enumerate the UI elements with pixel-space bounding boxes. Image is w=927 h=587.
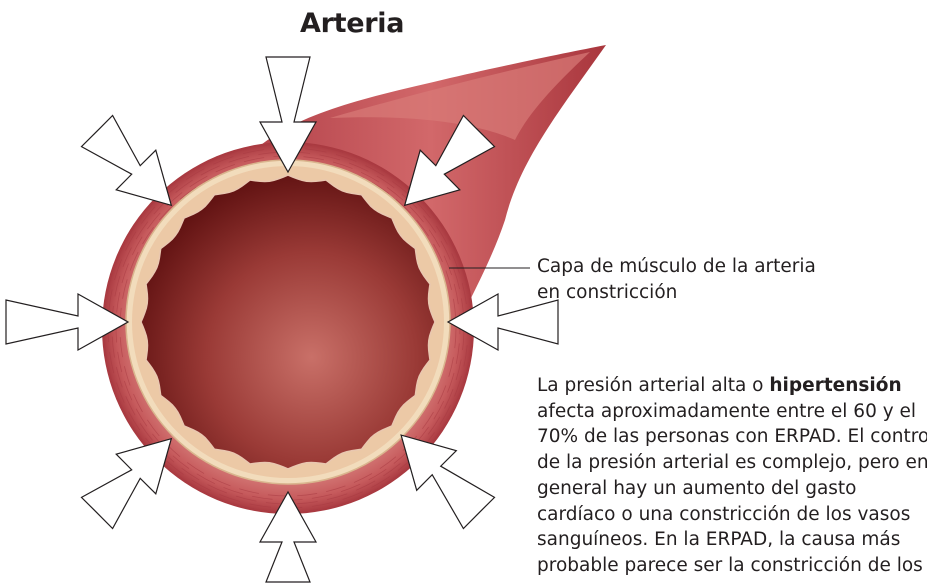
paragraph-line-1: La presión arterial alta o hipertensión — [537, 373, 927, 399]
compression-arrow — [401, 435, 494, 528]
paragraph-line-8: probable parece ser la constricción de l… — [537, 553, 927, 579]
paragraph-line-7: sanguíneos. En la ERPAD, la causa más — [537, 527, 927, 553]
paragraph-line-5: general hay un aumento del gasto — [537, 476, 927, 502]
diagram-title: Arteria — [300, 8, 404, 39]
callout-line-1: Capa de músculo de la arteria — [537, 254, 837, 280]
paragraph-line-3: 70% de las personas con ERPAD. El contro… — [537, 424, 927, 450]
compression-arrow — [82, 116, 172, 206]
paragraph-line-4: de la presión arterial es complejo, pero… — [537, 450, 927, 476]
callout-line-2: en constricción — [537, 280, 837, 306]
hypertension-term: hipertensión — [769, 375, 901, 396]
hypertension-paragraph: La presión arterial alta o hipertensión … — [537, 373, 927, 579]
paragraph-line-2: afecta aproximadamente entre el 60 y el — [537, 399, 927, 425]
artery-lumen — [141, 175, 435, 469]
compression-arrow — [82, 439, 172, 529]
paragraph-line-1-text: La presión arterial alta o — [537, 375, 769, 396]
muscle-layer-callout: Capa de músculo de la arteria en constri… — [537, 254, 837, 306]
paragraph-line-6: cardíaco o una constricción de los vasos — [537, 502, 927, 528]
